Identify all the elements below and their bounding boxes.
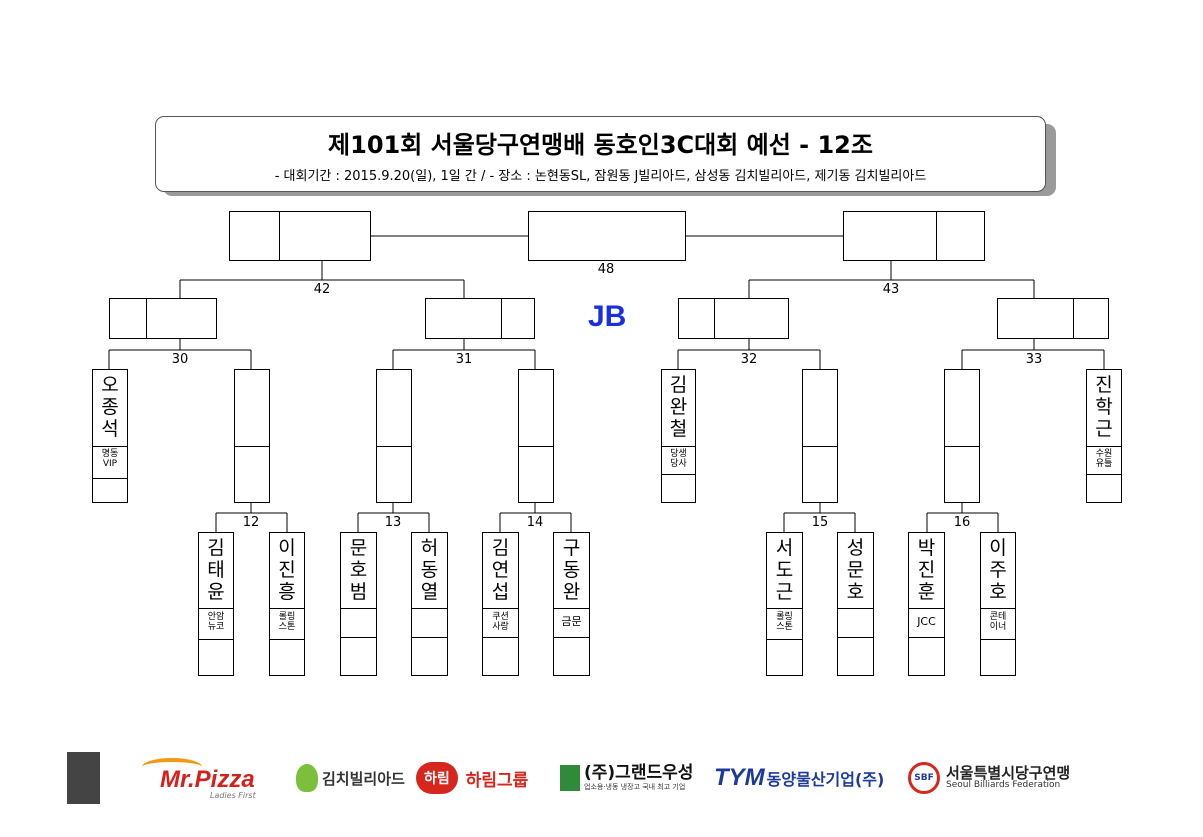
player-box-empty-r1a	[234, 369, 270, 503]
match-number-31: 31	[455, 352, 473, 367]
player-club: JCC	[917, 615, 936, 628]
jb-mark: JB	[588, 300, 627, 333]
final-result-box	[528, 211, 686, 261]
sbf-logo: SBF 서울특별시당구연맹 Seoul Billiards Federation	[908, 758, 1070, 798]
player-box-empty-r1d	[802, 369, 838, 503]
match-number-16: 16	[953, 515, 971, 530]
player-box-empty-r1c	[518, 369, 554, 503]
kimchi-mascot-icon	[296, 764, 318, 792]
kimchi-billiards-logo: 김치빌리아드	[296, 758, 405, 798]
semifinal-box-32	[678, 298, 789, 339]
match-number-14: 14	[526, 515, 544, 530]
grand-leaf-icon	[560, 765, 580, 791]
player-box-empty-r1e	[944, 369, 980, 503]
match-number-30: 30	[171, 352, 189, 367]
player-box-empty-r1b	[376, 369, 412, 503]
mr-pizza-logo: Mr.Pizza Ladies First	[140, 758, 275, 800]
match-number-43: 43	[882, 282, 900, 297]
page-title: 제101회 서울당구연맹배 동호인3C대회 예선 - 12조	[328, 131, 873, 159]
player-club: 금문	[561, 615, 582, 628]
match-number-32: 32	[740, 352, 758, 367]
finalist-right-box	[843, 211, 985, 261]
tym-logo: TYM 동양물산기업(주)	[714, 764, 885, 791]
match-number-33: 33	[1025, 352, 1043, 367]
match-number-12: 12	[242, 515, 260, 530]
semifinal-box-33	[997, 298, 1109, 339]
title-box: 제101회 서울당구연맹배 동호인3C대회 예선 - 12조 - 대회기간 : …	[155, 116, 1046, 192]
match-number-15: 15	[811, 515, 829, 530]
harim-logo: 하림 하림그룹	[416, 758, 528, 798]
match-number-42: 42	[313, 282, 331, 297]
semifinal-box-30	[109, 298, 217, 339]
event-info: - 대회기간 : 2015.9.20(일), 1일 간 / - 장소 : 논현동…	[274, 169, 927, 184]
semifinal-box-31	[425, 298, 535, 339]
finalist-left-box	[229, 211, 371, 261]
footer-bar	[67, 752, 100, 804]
match-number-48: 48	[597, 262, 615, 277]
match-number-13: 13	[384, 515, 402, 530]
grand-woosung-logo: (주)그랜드우성 업소용·냉동 냉장고 국내 최고 기업	[560, 758, 693, 798]
